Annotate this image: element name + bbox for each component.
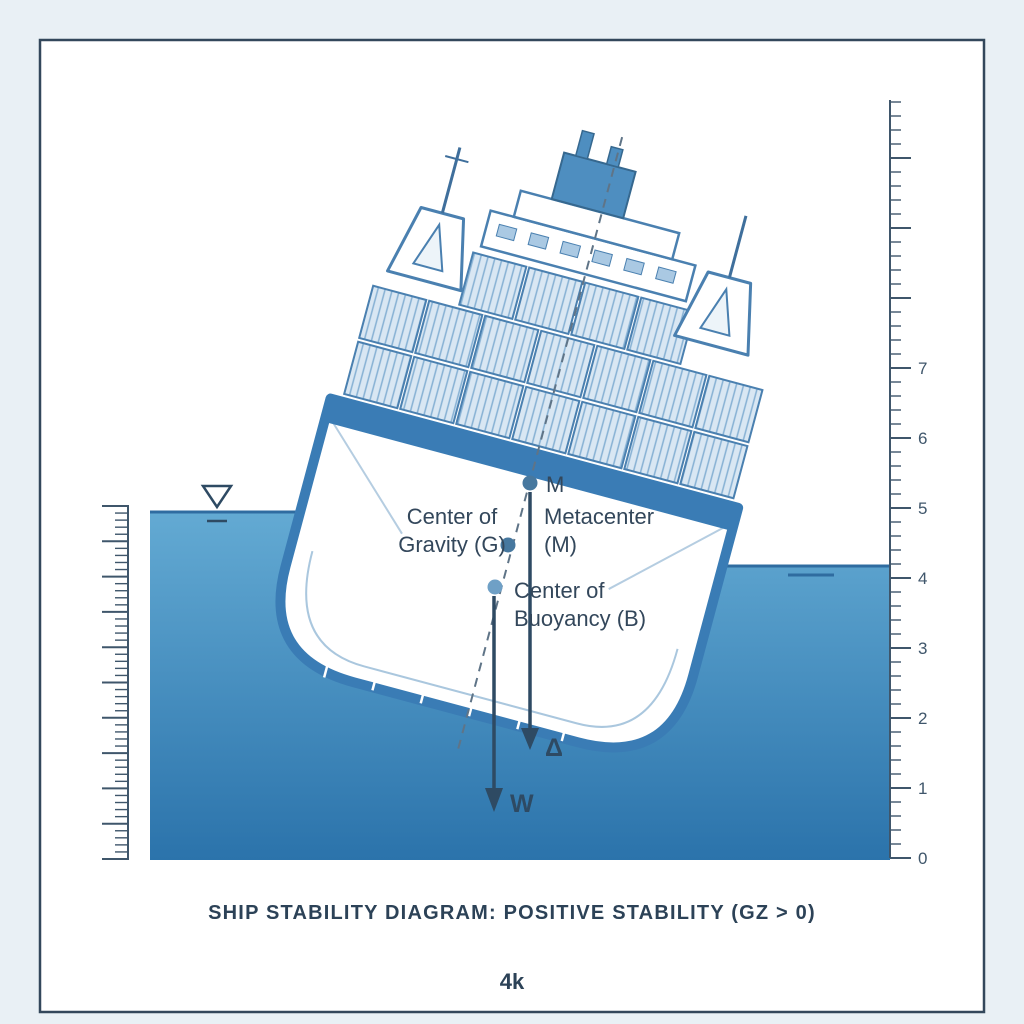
ruler-number-5: 5 <box>918 499 927 518</box>
deck-band <box>322 394 742 532</box>
crane-cutout-left <box>411 221 444 273</box>
ruler-number-3: 3 <box>918 639 927 658</box>
ruler-number-6: 6 <box>918 429 927 448</box>
waterline-symbol-icon <box>200 484 234 523</box>
m-point-label: M <box>546 472 564 497</box>
ship <box>275 129 764 756</box>
funnel <box>550 151 637 220</box>
bilge-notch <box>322 662 330 678</box>
buoyancy-point <box>487 579 503 595</box>
container-box <box>357 284 428 354</box>
mast-right <box>727 215 748 279</box>
bridge-window <box>655 266 677 284</box>
bridge-window <box>591 249 613 267</box>
container-stacks <box>342 251 764 500</box>
metacenter-point <box>522 475 538 491</box>
container-box <box>342 340 413 410</box>
bridge-window <box>623 257 645 276</box>
delta-arrowhead-icon <box>521 728 539 750</box>
bilge-notch <box>371 675 378 691</box>
metacenter-label-line1: Metacenter <box>544 504 654 529</box>
bridge-windows <box>495 223 677 284</box>
container-box <box>398 355 469 425</box>
bridge-window <box>527 232 550 250</box>
left-ruler-ticks <box>102 505 128 860</box>
weight-label: W <box>510 790 534 818</box>
bilge-notch <box>419 688 426 704</box>
hull-diagonal-left <box>331 421 403 535</box>
metacenter-label-line2: (M) <box>544 532 577 557</box>
waterline-triangle-icon <box>200 484 234 510</box>
container-box <box>457 251 528 321</box>
bridge-window <box>495 223 518 242</box>
buoyancy-label-line2: Buoyancy (B) <box>514 606 646 631</box>
container-box <box>582 344 652 414</box>
crane-cutout-right <box>698 286 731 337</box>
ruler-number-7: 7 <box>918 359 927 378</box>
watermark-text: 4k <box>500 969 525 994</box>
bilge-notch <box>516 714 523 730</box>
bilge-notches <box>322 662 567 742</box>
ruler-number-4: 4 <box>918 569 927 588</box>
left-ruler <box>102 505 129 860</box>
container-box <box>638 359 708 429</box>
mast-left-crossbar <box>444 155 469 164</box>
container-box <box>455 370 525 440</box>
gravity-label-line1: Center of <box>407 504 498 529</box>
funnel-post-2 <box>605 145 624 169</box>
ruler-number-0: 0 <box>918 849 927 868</box>
container-box <box>694 374 764 444</box>
right-ruler: 0 1 2 3 4 5 6 7 <box>889 100 927 868</box>
delta-label: Δ <box>545 734 563 762</box>
bridge-window <box>559 240 582 259</box>
ruler-number-1: 1 <box>918 779 927 798</box>
container-box <box>570 281 640 351</box>
bilge-notch <box>560 726 567 742</box>
diagram-caption: SHIP STABILITY DIAGRAM: POSITIVE STABILI… <box>208 902 816 924</box>
gravity-point <box>500 537 516 553</box>
container-box <box>413 299 484 369</box>
hull-inner-line <box>305 550 679 728</box>
container-box <box>679 430 749 500</box>
container-box <box>567 400 637 470</box>
right-ruler-ticks <box>890 101 911 859</box>
weight-arrowhead-icon <box>485 788 503 812</box>
gravity-label-line2: Gravity (G) <box>398 532 506 557</box>
container-box <box>470 314 540 384</box>
ruler-number-2: 2 <box>918 709 927 728</box>
weight-force-arrow <box>485 596 503 812</box>
hull-diagonal-right <box>608 526 726 590</box>
container-box <box>623 415 693 485</box>
funnel-post-1 <box>574 129 595 160</box>
buoyancy-label-line1: Center of <box>514 578 605 603</box>
bilge-notch <box>467 701 475 717</box>
centerline-dashed <box>455 136 624 756</box>
buoyancy-force-arrow <box>521 492 539 750</box>
